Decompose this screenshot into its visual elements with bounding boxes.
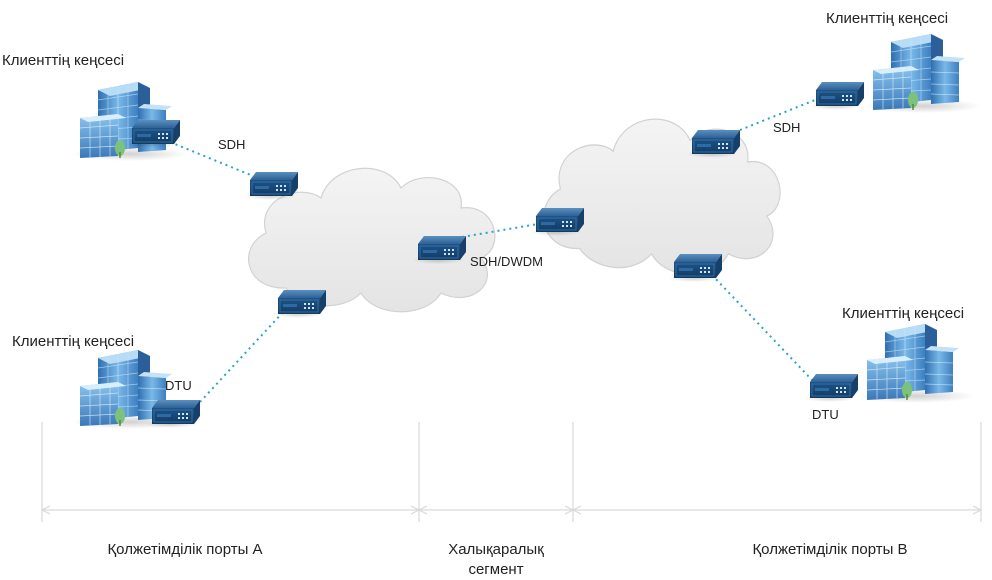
office-label-bottom-right: Клиенттің кеңсесі	[842, 305, 965, 322]
link-label-sdh-right: SDH	[773, 120, 801, 135]
device-icon-sdh-left	[243, 171, 299, 201]
segment-dividers	[41, 422, 982, 522]
link-dtu-right	[711, 274, 813, 381]
link-label-dtu-right: DTU	[812, 407, 839, 422]
link-label-dtu-left: DTU	[165, 378, 192, 393]
segment-label-international-line2: сегмент	[468, 561, 524, 578]
office-label-bottom-left: Клиенттің кеңсесі	[12, 333, 135, 350]
office-label-top-left: Клиенттің кеңсесі	[2, 52, 125, 69]
device-icon-sdh-right-cloud	[685, 129, 741, 159]
device-icon-dtu-left-cloud	[271, 289, 327, 319]
link-sdh-right-upper	[739, 97, 821, 131]
link-dtu-left	[199, 309, 286, 403]
link-label-sdh-dwdm: SDH/DWDM	[470, 254, 543, 269]
segment-label-access-b: Қолжетімділік порты B	[752, 541, 908, 558]
cloud-right	[543, 118, 781, 275]
link-sdh-left	[169, 141, 259, 179]
building-icon-bottom-right	[858, 323, 976, 404]
segment-label-international: Халықаралық сегмент	[420, 540, 572, 580]
device-icon-sdh-dwdm-right	[529, 207, 585, 237]
link-label-sdh-left: SDH	[218, 137, 246, 152]
links	[169, 97, 821, 403]
office-label-top-right: Клиенттің кеңсесі	[826, 10, 949, 27]
link-sdh-dwdm	[461, 223, 539, 238]
segment-range-arrows	[40, 505, 983, 515]
segment-label-international-line1: Халықаралық	[448, 541, 544, 558]
device-icon-office-bottom-right	[803, 373, 859, 403]
device-icon-office-top-right	[809, 81, 865, 111]
segment-label-access-a: Қолжетімділік порты А	[107, 541, 263, 558]
building-icon-top-right	[864, 33, 982, 114]
